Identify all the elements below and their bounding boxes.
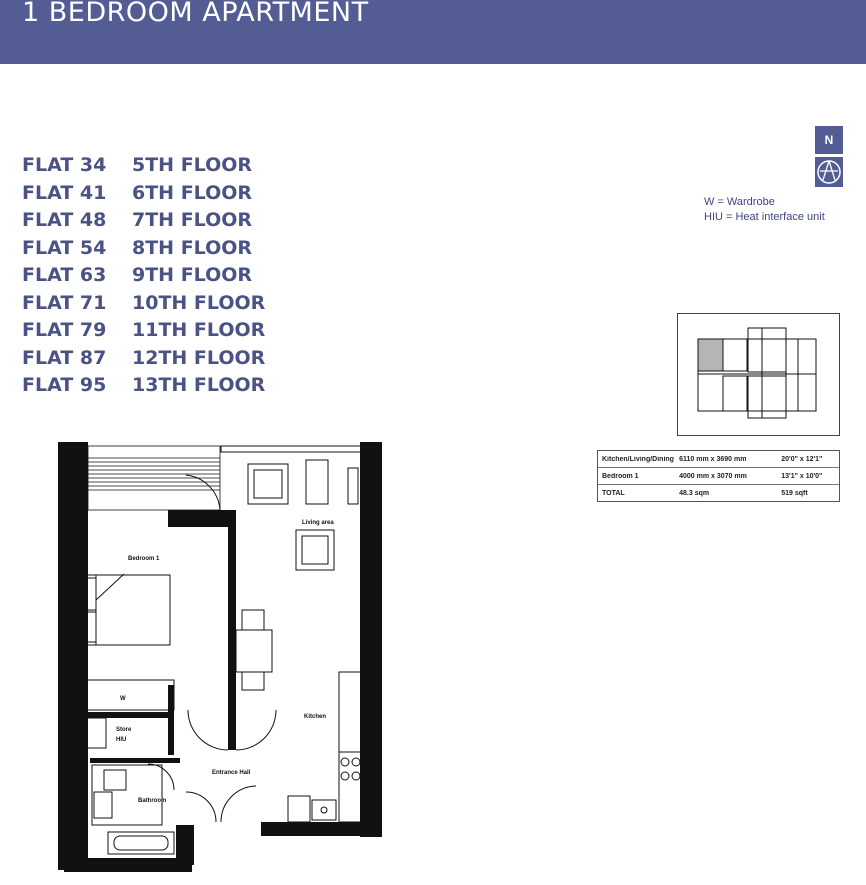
compass-icon bbox=[815, 157, 843, 187]
label-entrance: Entrance Hall bbox=[212, 770, 251, 776]
floor-label: 12TH FLOOR bbox=[132, 346, 266, 369]
room-name: TOTAL bbox=[602, 489, 625, 497]
label-bathroom: Bathroom bbox=[138, 798, 166, 804]
room-name: Kitchen/Living/Dining bbox=[602, 455, 674, 463]
floor-label: 7TH FLOOR bbox=[132, 209, 253, 231]
flat-number: FLAT 34 bbox=[22, 154, 107, 176]
room-name: Bedroom 1 bbox=[602, 472, 639, 480]
label-living: Living area bbox=[302, 520, 334, 526]
room-imperial: 20'0" x 12'1" bbox=[781, 455, 823, 463]
label-bedroom: Bedroom 1 bbox=[128, 556, 160, 562]
flat-number: FLAT 41 bbox=[22, 181, 107, 204]
flat-number: FLAT 87 bbox=[22, 346, 107, 369]
north-indicator: N bbox=[815, 126, 843, 154]
table-row: TOTAL 48.3 sqm 519 sqft bbox=[598, 485, 839, 501]
room-metric: 48.3 sqm bbox=[679, 489, 710, 497]
flat-number: FLAT 54 bbox=[22, 236, 107, 259]
key-plan bbox=[677, 313, 840, 436]
flat-number: FLAT 48 bbox=[22, 209, 107, 231]
room-imperial: 519 sqft bbox=[781, 489, 808, 497]
room-imperial: 13'1" x 10'0" bbox=[781, 472, 823, 480]
floor-label: 5TH FLOOR bbox=[132, 154, 253, 176]
flat-number: FLAT 71 bbox=[22, 291, 107, 314]
table-row: Bedroom 1 4000 mm x 3070 mm 13'1" x 10'0… bbox=[598, 468, 839, 485]
floor-label: 11TH FLOOR bbox=[132, 319, 266, 341]
floor-plan: Living area Bedroom 1 W Store HIU Entran… bbox=[56, 440, 386, 880]
legend: W = Wardrobe HIU = Heat interface unit bbox=[704, 195, 825, 225]
floor-label: 9TH FLOOR bbox=[132, 264, 253, 286]
floor-label: 6TH FLOOR bbox=[132, 181, 253, 204]
table-row: Kitchen/Living/Dining 6110 mm x 3690 mm … bbox=[598, 451, 839, 468]
area-table: Kitchen/Living/Dining 6110 mm x 3690 mm … bbox=[597, 450, 840, 502]
floor-label: 8TH FLOOR bbox=[132, 236, 253, 259]
floor-label: 10TH FLOOR bbox=[132, 291, 266, 314]
page-title: 1 BEDROOM APARTMENT bbox=[22, 0, 369, 28]
room-metric: 6110 mm x 3690 mm bbox=[679, 455, 747, 463]
flat-number: FLAT 79 bbox=[22, 319, 107, 341]
page-header: 1 BEDROOM APARTMENT bbox=[0, 0, 866, 64]
room-metric: 4000 mm x 3070 mm bbox=[679, 472, 747, 480]
flat-number: FLAT 63 bbox=[22, 264, 107, 286]
flat-number: FLAT 95 bbox=[22, 374, 107, 396]
floor-label: 13TH FLOOR bbox=[132, 374, 266, 396]
label-hiu: HIU bbox=[116, 737, 126, 743]
label-kitchen: Kitchen bbox=[304, 714, 326, 720]
legend-wardrobe: W = Wardrobe bbox=[704, 196, 775, 208]
label-store: Store bbox=[116, 727, 132, 733]
legend-hiu: HIU = Heat interface unit bbox=[704, 211, 825, 223]
label-wardrobe: W bbox=[120, 696, 126, 702]
